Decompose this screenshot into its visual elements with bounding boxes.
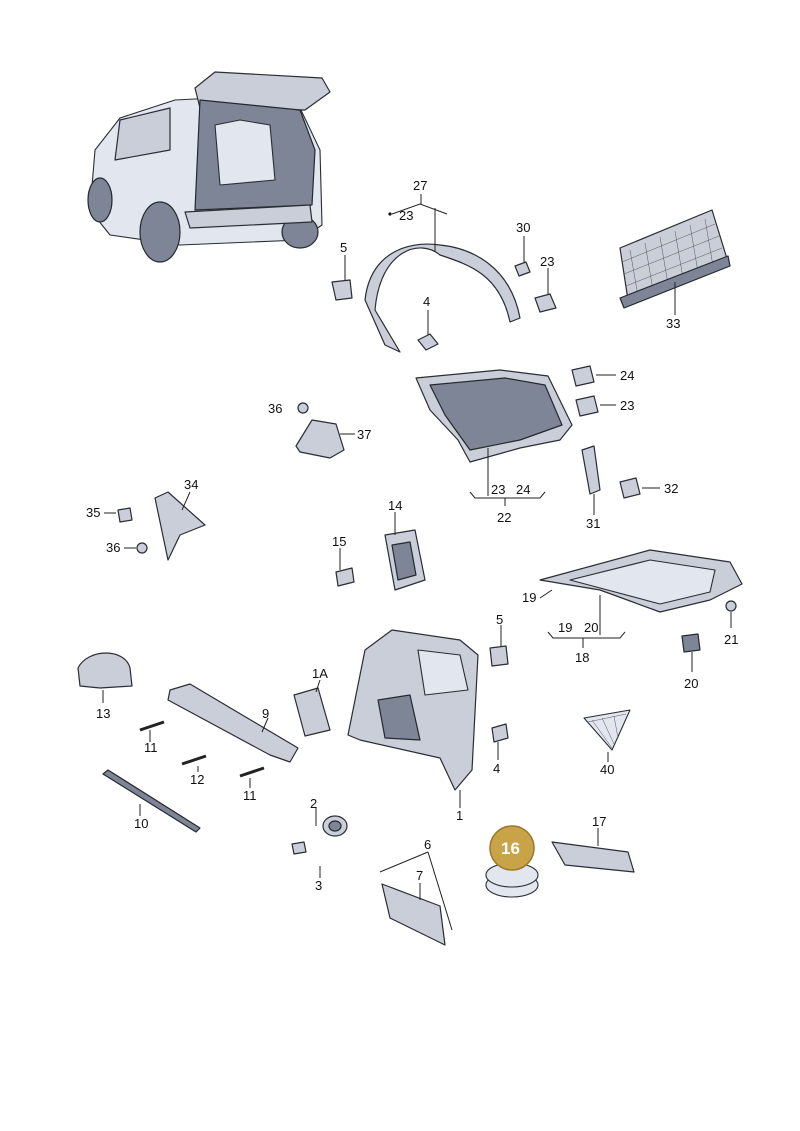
svg-text:13: 13 xyxy=(96,706,110,721)
part-36-nut-lower[interactable]: 36 xyxy=(106,540,148,555)
part-4-screw-lower[interactable]: 4 xyxy=(491,723,509,776)
svg-text:1A: 1A xyxy=(312,666,328,681)
part-4-screw-upper[interactable]: 4 xyxy=(417,294,439,351)
part-13-hook[interactable]: 13 xyxy=(77,652,133,721)
svg-text:32: 32 xyxy=(664,481,678,496)
svg-text:4: 4 xyxy=(423,294,430,309)
part-36-nut-upper[interactable]: 36 xyxy=(268,401,309,416)
part-18-floor-cover[interactable] xyxy=(539,549,743,613)
svg-text:9: 9 xyxy=(262,706,269,721)
part-11-screw-upper[interactable]: 11 xyxy=(139,720,165,755)
part-6-panel-set[interactable]: 6 xyxy=(379,837,453,931)
part-16-tape-roll[interactable]: 16 xyxy=(485,825,539,898)
part-5-clip-lower[interactable]: 5 xyxy=(489,612,509,667)
part-1A-cover[interactable]: 1A xyxy=(293,666,331,737)
part-33-cargo-net[interactable]: 33 xyxy=(619,209,731,331)
part-27-trim-arc[interactable] xyxy=(364,243,521,353)
svg-text:7: 7 xyxy=(416,868,423,883)
part-7-panel[interactable]: 7 xyxy=(381,868,446,946)
svg-text:27: 27 xyxy=(413,178,427,193)
part-12-screw[interactable]: 12 xyxy=(181,754,207,787)
svg-text:19: 19 xyxy=(522,590,536,605)
part-5-clip-upper[interactable]: 5 xyxy=(331,240,353,301)
svg-text:5: 5 xyxy=(340,240,347,255)
svg-text:15: 15 xyxy=(332,534,346,549)
part-2-light-housing[interactable]: 2 xyxy=(310,796,348,837)
svg-text:1: 1 xyxy=(456,808,463,823)
svg-text:33: 33 xyxy=(666,316,680,331)
part-32-screw[interactable]: 32 xyxy=(619,477,678,499)
svg-text:17: 17 xyxy=(592,814,606,829)
svg-text:35: 35 xyxy=(86,505,100,520)
part-10-strip[interactable]: 10 xyxy=(102,769,201,833)
part-17-sill-panel[interactable]: 17 xyxy=(551,814,635,873)
svg-text:18: 18 xyxy=(575,650,589,665)
svg-text:36: 36 xyxy=(268,401,282,416)
svg-text:20: 20 xyxy=(584,620,598,635)
svg-text:21: 21 xyxy=(724,632,738,647)
svg-text:24: 24 xyxy=(620,368,634,383)
svg-text:23: 23 xyxy=(491,482,505,497)
part-34-bracket[interactable]: 34 xyxy=(154,477,206,561)
callout-27: 27 23 xyxy=(388,178,448,252)
callout-22: 23 24 22 xyxy=(469,448,546,525)
part-3-lamp[interactable]: 3 xyxy=(291,841,322,893)
svg-text:10: 10 xyxy=(134,816,148,831)
svg-text:36: 36 xyxy=(106,540,120,555)
svg-text:37: 37 xyxy=(357,427,371,442)
callout-18: 19 20 18 xyxy=(547,595,626,665)
svg-text:4: 4 xyxy=(493,761,500,776)
svg-text:34: 34 xyxy=(184,477,198,492)
part-35-screw[interactable]: 35 xyxy=(86,505,133,523)
part-21-plug[interactable]: 21 xyxy=(724,600,738,647)
svg-text:24: 24 xyxy=(516,482,530,497)
svg-text:40: 40 xyxy=(600,762,614,777)
svg-text:22: 22 xyxy=(497,510,511,525)
svg-text:31: 31 xyxy=(586,516,600,531)
part-30-clip[interactable]: 30 xyxy=(514,220,531,277)
part-19-label: 19 xyxy=(522,589,553,605)
svg-text:23: 23 xyxy=(620,398,634,413)
part-22-upper-side-trim[interactable] xyxy=(415,369,573,463)
part-14-handle[interactable]: 14 xyxy=(384,498,426,591)
part-15-screw[interactable]: 15 xyxy=(332,534,355,587)
part-9-rail[interactable]: 9 xyxy=(167,683,299,763)
svg-text:23: 23 xyxy=(399,208,413,223)
part-37-bracket[interactable]: 37 xyxy=(295,419,371,459)
part-31-bracket[interactable]: 31 xyxy=(581,445,601,531)
svg-text:14: 14 xyxy=(388,498,402,513)
part-11-screw-lower[interactable]: 11 xyxy=(239,766,265,803)
part-1-lower-side-trim[interactable]: 1 xyxy=(347,629,479,823)
svg-text:2: 2 xyxy=(310,796,317,811)
svg-text:12: 12 xyxy=(190,772,204,787)
svg-text:11: 11 xyxy=(144,740,158,755)
svg-text:5: 5 xyxy=(496,612,503,627)
svg-text:3: 3 xyxy=(315,878,322,893)
svg-text:19: 19 xyxy=(558,620,572,635)
part-24-clip[interactable]: 24 xyxy=(571,365,634,387)
part-23-clip-upper[interactable]: 23 xyxy=(534,254,557,313)
part-20-clip[interactable]: 20 xyxy=(681,633,701,691)
svg-text:20: 20 xyxy=(684,676,698,691)
svg-text:6: 6 xyxy=(424,837,431,852)
part-23-clip-mid[interactable]: 23 xyxy=(575,395,634,417)
svg-text:30: 30 xyxy=(516,220,530,235)
svg-text:16: 16 xyxy=(501,839,520,858)
svg-text:11: 11 xyxy=(243,788,257,803)
part-40-net[interactable]: 40 xyxy=(583,709,631,777)
vehicle-illustration xyxy=(87,71,331,263)
svg-text:23: 23 xyxy=(540,254,554,269)
